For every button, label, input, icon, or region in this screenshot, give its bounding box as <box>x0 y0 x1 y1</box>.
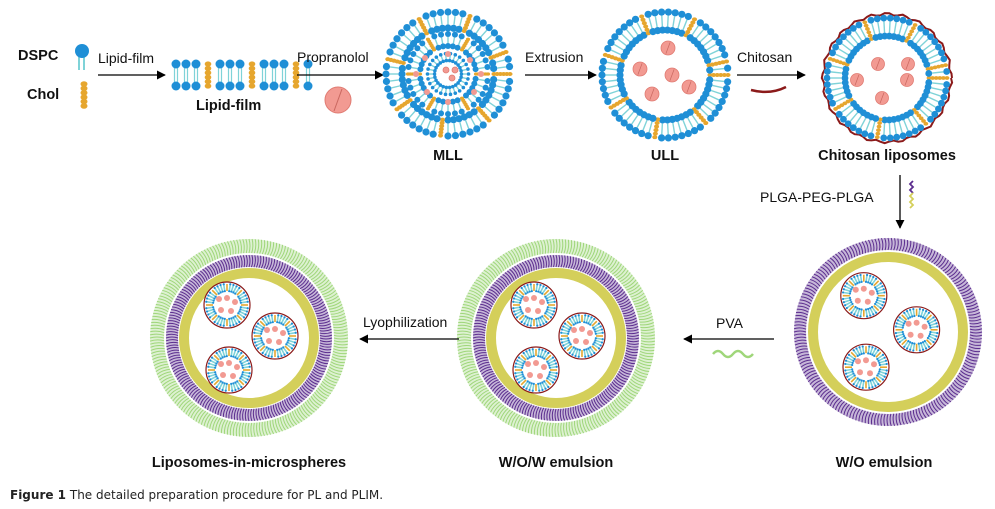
step-extrusion-label: Extrusion <box>525 49 583 65</box>
wo-emulsion-graphic <box>793 237 983 427</box>
wow-emulsion-graphic <box>456 238 656 438</box>
figure-caption: Figure 1 The detailed preparation proced… <box>10 488 383 502</box>
pva-strand-icon <box>712 349 754 359</box>
step-chitosan-label: Chitosan <box>737 49 792 65</box>
step-pva-label: PVA <box>716 315 744 331</box>
lim-label: Liposomes-in-microspheres <box>152 455 346 471</box>
step-lyophilization-label: Lyophilization <box>363 314 447 330</box>
step-lipid-film-label: Lipid-film <box>98 50 154 66</box>
liposomes-in-microspheres-graphic <box>149 238 349 438</box>
figure-caption-text: The detailed preparation procedure for P… <box>69 488 384 502</box>
dspc-icon <box>75 44 89 70</box>
chol-label: Chol <box>27 87 59 103</box>
step-plga-label: PLGA-PEG-PLGA <box>760 189 874 205</box>
lipid-film-product-label: Lipid-film <box>196 98 261 114</box>
cholesterol-icon <box>80 81 88 109</box>
ull-label: ULL <box>651 148 679 164</box>
wo-emulsion-label: W/O emulsion <box>836 455 933 471</box>
plga-peg-plga-polymer-icon <box>908 180 915 209</box>
wow-emulsion-label: W/O/W emulsion <box>499 455 613 471</box>
chitosan-liposome <box>820 12 954 145</box>
dspc-label: DSPC <box>18 48 59 64</box>
preparation-diagram: DSPC Chol Lipid-film Lipid-film Proprano… <box>18 8 983 471</box>
step-propranolol-label: Propranolol <box>297 49 369 65</box>
chitosan-strand-icon <box>750 85 787 94</box>
figure-caption-label: Figure 1 <box>10 488 67 502</box>
mll-label: MLL <box>433 148 463 164</box>
chitosan-liposomes-label: Chitosan liposomes <box>818 148 956 164</box>
lipid-film-graphic <box>171 59 313 91</box>
mll-liposome <box>382 8 514 140</box>
propranolol-tablet-icon <box>324 86 352 114</box>
ull-liposome <box>598 8 732 142</box>
